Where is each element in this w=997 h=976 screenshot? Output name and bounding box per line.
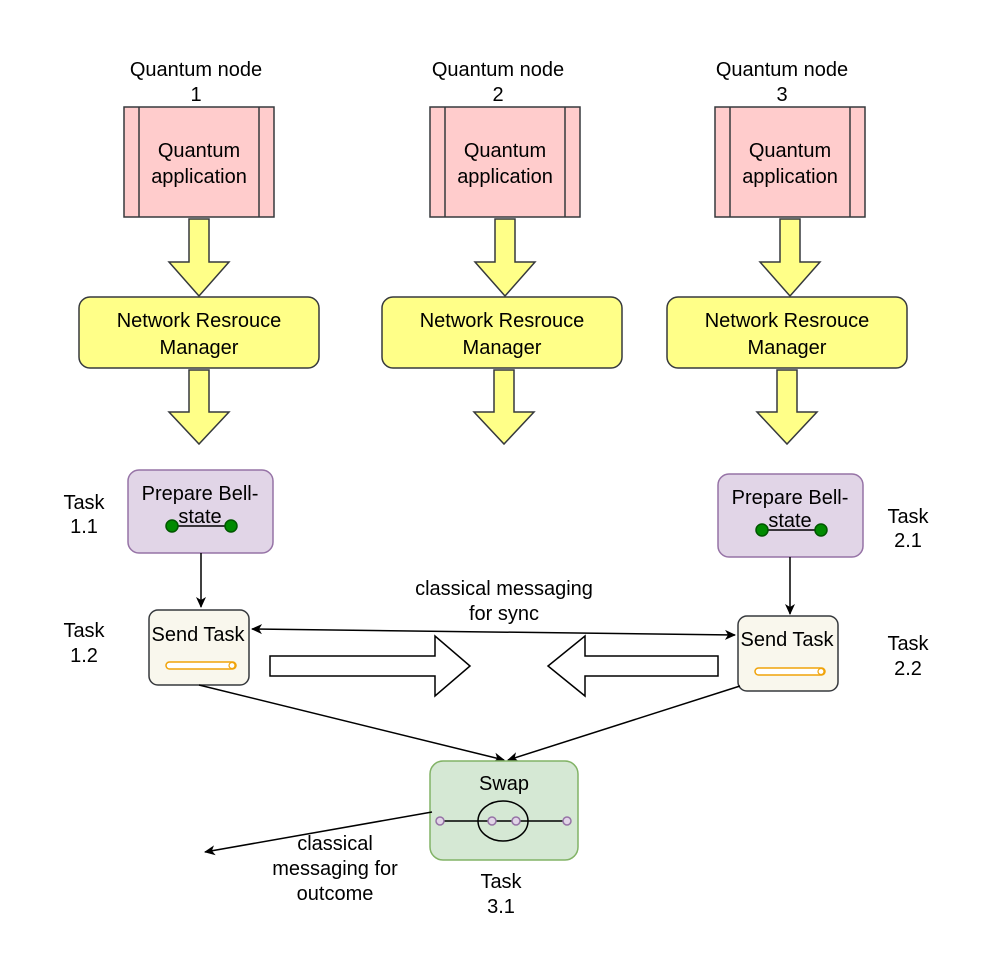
send-task-title: Send Task [740,629,834,651]
qubit-dot-icon [224,519,238,533]
arrow-send-left-to-swap [198,684,505,763]
sync-message-arrow [251,624,736,640]
quantum-node-1: Quantum node 1 Quantum application Netwo… [78,59,320,446]
task-label-line2: 1.2 [70,645,98,667]
prepare-label-line2: state [178,506,221,528]
qubit-dot-icon [814,523,828,537]
task-label-line1: Task [480,871,522,893]
entanglement-ellipse-icon [477,800,529,842]
channel-tape-icon [754,667,826,676]
prepare-label-line1: Prepare Bell- [732,487,849,509]
node-heading-line1: Quantum node [432,59,564,81]
quantum-application-box[interactable]: Quantum application [714,106,866,218]
sync-label-line2: for sync [469,603,539,625]
task-label-line1: Task [887,506,929,528]
down-arrow-1 [167,218,231,298]
nrm-label-line1: Network Resrouce [117,310,282,332]
task-label-line1: Task [63,620,105,642]
network-resource-manager-box[interactable]: Network Resrouce Manager [78,296,320,369]
qubit-dot-icon [511,816,521,826]
app-label-line1: Quantum [749,140,831,162]
tape-end-icon [228,661,236,670]
app-label-line1: Quantum [158,140,240,162]
down-arrow-2 [755,369,819,446]
channel-tape-icon [165,661,237,670]
quantum-application-box[interactable]: Quantum application [429,106,581,218]
qubit-dot-icon [562,816,572,826]
down-arrow-1 [473,218,537,298]
task-label-line1: Task [63,492,105,514]
nrm-label-line1: Network Resrouce [705,310,870,332]
down-arrow-1 [758,218,822,298]
hollow-arrow-left [546,634,719,698]
nrm-label-line2: Manager [160,337,239,359]
node-heading-line2: 3 [776,84,787,106]
node-heading-line1: Quantum node [716,59,848,81]
prepare-bell-state-task-right[interactable]: Prepare Bell- state [717,473,864,558]
app-label-line2: application [742,166,838,188]
quantum-node-2: Quantum node 2 Quantum application Netwo… [381,59,623,446]
swap-task[interactable]: Swap [429,760,579,861]
tape-end-icon [817,667,825,676]
task-label-line2: 1.1 [70,516,98,538]
prepare-label-line1: Prepare Bell- [142,483,259,505]
app-label-line2: application [457,166,553,188]
qubit-dot-icon [755,523,769,537]
nrm-label-line2: Manager [463,337,542,359]
task-label-line2: 2.2 [894,658,922,680]
send-task-title: Send Task [151,624,245,646]
sync-label-line1: classical messaging [415,578,593,600]
outcome-message-arrow [204,811,433,856]
prepare-label-line2: state [768,510,811,532]
task-label-line2: 3.1 [487,896,515,918]
outcome-label-line3: outcome [297,883,374,905]
quantum-node-3: Quantum node 3 Quantum application Netwo… [666,59,908,446]
down-arrow-2 [167,369,231,446]
prepare-bell-state-task-left[interactable]: Prepare Bell- state [127,469,274,554]
outcome-label-line1: classical [297,833,373,855]
arrow-send-right-to-swap [507,685,741,762]
down-arrow-2 [472,369,536,446]
node-heading-line1: Quantum node [130,59,262,81]
quantum-application-box[interactable]: Quantum application [123,106,275,218]
qubit-dot-icon [487,816,497,826]
node-heading-line2: 1 [190,84,201,106]
app-label-line2: application [151,166,247,188]
nrm-label-line1: Network Resrouce [420,310,585,332]
qubit-dot-icon [165,519,179,533]
network-resource-manager-box[interactable]: Network Resrouce Manager [381,296,623,369]
network-resource-manager-box[interactable]: Network Resrouce Manager [666,296,908,369]
send-task-left[interactable]: Send Task [148,609,250,686]
swap-title: Swap [479,773,529,795]
qubit-dot-icon [435,816,445,826]
send-task-right[interactable]: Send Task [737,615,839,692]
task-label-line1: Task [887,633,929,655]
hollow-arrow-right [269,634,472,698]
node-heading-line2: 2 [492,84,503,106]
app-label-line1: Quantum [464,140,546,162]
outcome-label-line2: messaging for [272,858,398,880]
nrm-label-line2: Manager [748,337,827,359]
task-label-line2: 2.1 [894,530,922,552]
